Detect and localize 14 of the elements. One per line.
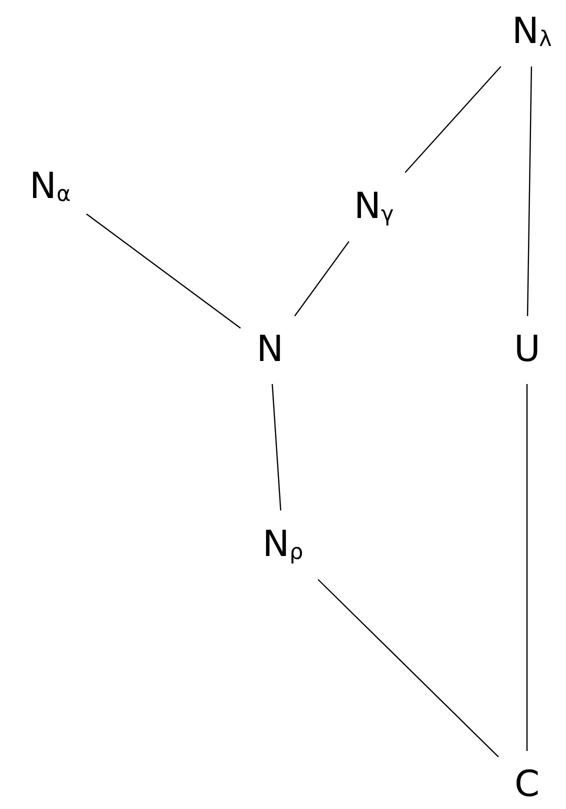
node-label: N$_{α}$ — [28, 166, 73, 208]
node-label: N$_{γ}$ — [352, 186, 396, 228]
connector-line — [404, 66, 502, 173]
node-label: N$_{λ}$ — [510, 12, 554, 52]
connector-line — [526, 384, 528, 751]
node-label: U — [512, 330, 542, 370]
connector-line — [86, 214, 241, 329]
node-label: C — [512, 765, 542, 805]
connector-line — [526, 66, 532, 316]
connector-line — [294, 241, 350, 316]
node-label: N$_{ρ}$ — [260, 524, 306, 566]
connector-line — [272, 384, 282, 511]
node-label: N — [254, 330, 286, 370]
connector-line — [318, 579, 499, 758]
